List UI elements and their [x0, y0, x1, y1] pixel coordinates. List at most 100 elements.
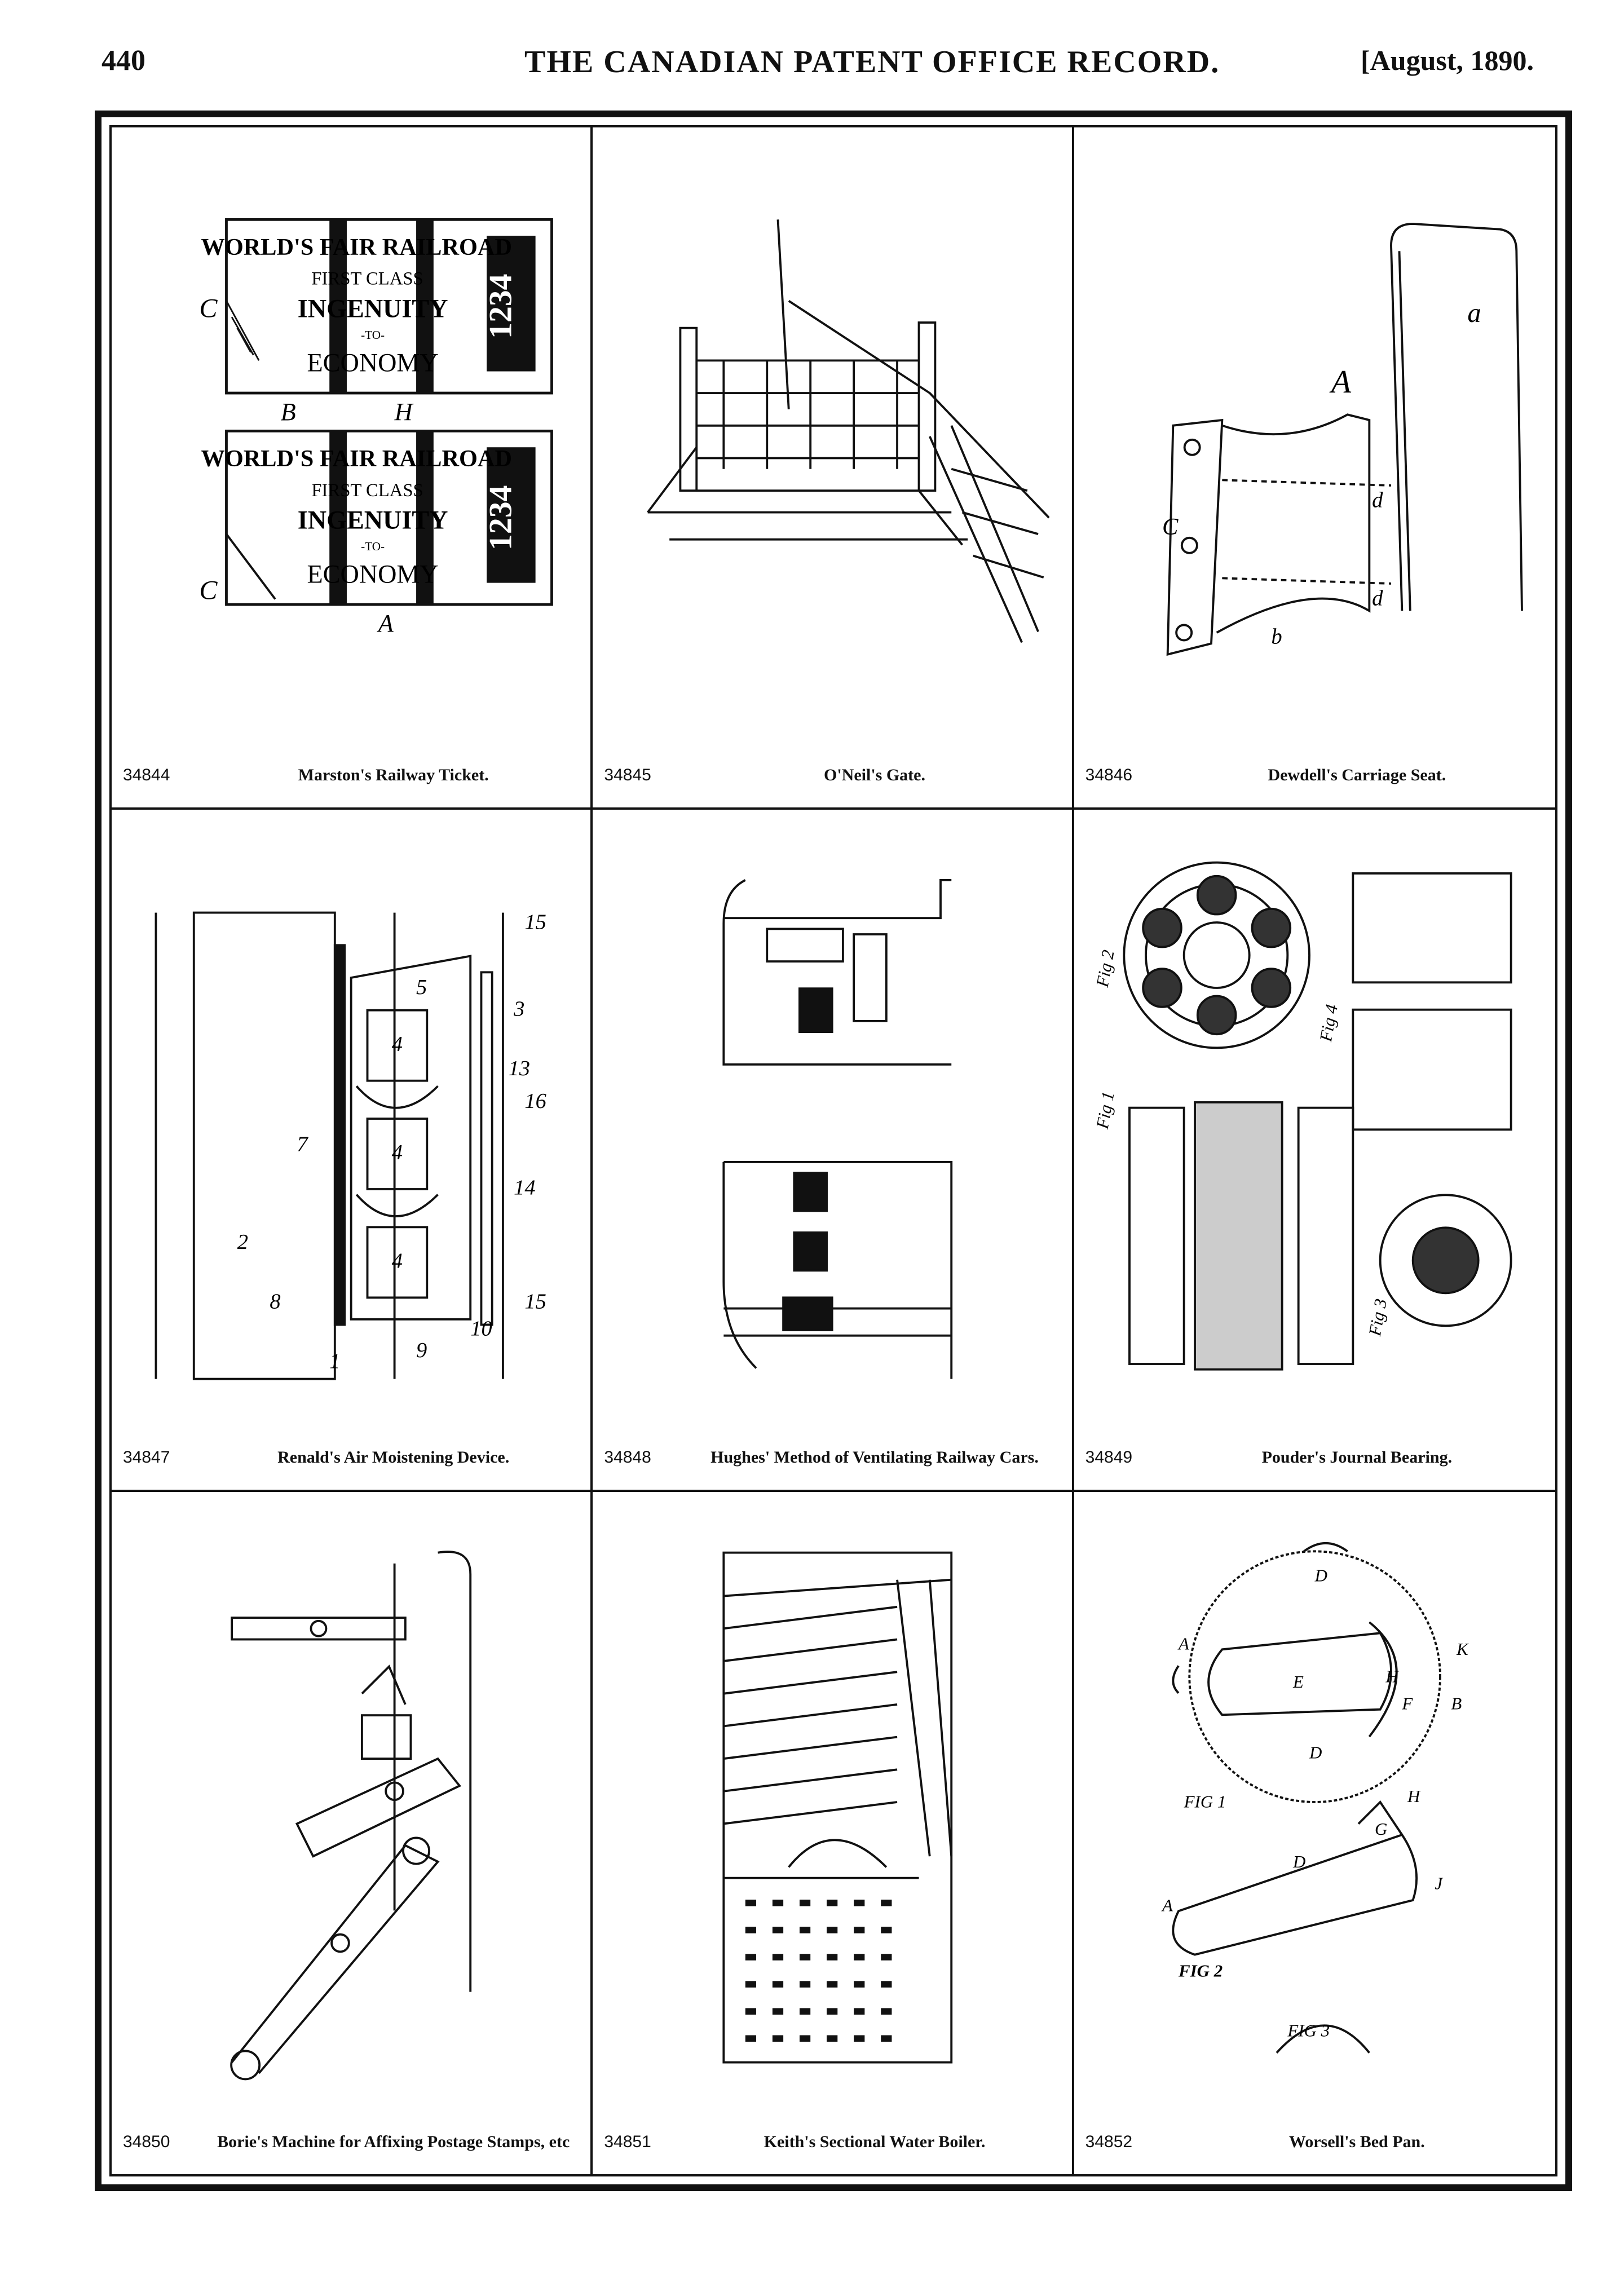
svg-text:1234: 1234	[483, 485, 518, 550]
ticket-top: 1234 WORLD'S FAIR RAILROAD FIRST CLASS I…	[199, 218, 553, 426]
railway-ticket-drawing: 1234 WORLD'S FAIR RAILROAD FIRST CLASS I…	[134, 150, 568, 723]
figure-caption: 34844 Marston's Railway Ticket.	[123, 734, 579, 796]
figure-caption: 34850 Borie's Machine for Affixing Posta…	[123, 2101, 579, 2163]
svg-text:D: D	[1309, 1743, 1322, 1763]
figure-caption: 34851 Keith's Sectional Water Boiler.	[604, 2101, 1060, 2163]
svg-text:1234: 1234	[483, 274, 518, 339]
svg-text:F: F	[1401, 1694, 1413, 1714]
svg-text:Fig 1: Fig 1	[1097, 1090, 1118, 1131]
patent-number: 34852	[1085, 2132, 1133, 2151]
svg-text:3: 3	[513, 997, 524, 1021]
svg-text:16: 16	[524, 1089, 546, 1113]
svg-text:FIG 2: FIG 2	[1178, 1961, 1223, 1980]
svg-text:FIG 3: FIG 3	[1287, 2021, 1330, 2041]
patent-title: Dewdell's Carriage Seat.	[1268, 766, 1446, 784]
figure-cell-34844: 1234 WORLD'S FAIR RAILROAD FIRST CLASS I…	[112, 127, 593, 810]
svg-text:FIRST CLASS: FIRST CLASS	[311, 480, 423, 501]
svg-text:4: 4	[392, 1249, 403, 1273]
svg-text:FIRST CLASS: FIRST CLASS	[311, 269, 423, 289]
ticket-bottom: 1234 WORLD'S FAIR RAILROAD FIRST CLASS I…	[199, 429, 553, 637]
patent-title: Borie's Machine for Affixing Postage Sta…	[217, 2132, 570, 2151]
svg-text:-TO-: -TO-	[361, 328, 385, 342]
figure-cell-34852: D K A E H F B D FIG 1 H G D J A FIG 2 FI…	[1074, 1492, 1555, 2174]
svg-text:A: A	[1177, 1633, 1189, 1653]
plate-inner-border: 1234 WORLD'S FAIR RAILROAD FIRST CLASS I…	[109, 125, 1557, 2176]
figure-caption: 34847 Renald's Air Moistening Device.	[123, 1416, 579, 1478]
water-boiler-drawing	[615, 1515, 1049, 2090]
svg-text:E: E	[1292, 1672, 1304, 1692]
patent-number: 34851	[604, 2132, 651, 2151]
patent-number: 34849	[1085, 1448, 1133, 1467]
svg-text:K: K	[1456, 1639, 1469, 1659]
patent-title: Marston's Railway Ticket.	[298, 766, 489, 784]
svg-text:FIG 1: FIG 1	[1183, 1792, 1226, 1812]
figure-caption: 34845 O'Neil's Gate.	[604, 734, 1060, 796]
patent-number: 34850	[123, 2132, 170, 2151]
figure-cell-34849: Fig 2 Fig 1 Fig 4 Fig 3 34849 Pouder's J…	[1074, 810, 1555, 1492]
svg-text:C: C	[199, 575, 218, 605]
svg-text:15: 15	[524, 910, 546, 934]
svg-text:A: A	[1161, 1895, 1173, 1915]
svg-text:H: H	[394, 398, 414, 426]
svg-text:a: a	[1467, 298, 1481, 328]
journal-title: THE CANADIAN PATENT OFFICE RECORD.	[524, 45, 1220, 80]
svg-text:5: 5	[416, 975, 427, 999]
air-moistening-device-drawing: 15 5 3 4 13 16 7 4 14 2 4 8 1 9 10 15	[134, 832, 568, 1405]
page-number: 440	[102, 45, 145, 77]
svg-text:INGENUITY: INGENUITY	[298, 294, 448, 323]
patent-number: 34846	[1085, 766, 1133, 784]
svg-text:H: H	[1385, 1666, 1399, 1686]
svg-text:Fig 4: Fig 4	[1316, 1003, 1341, 1044]
svg-text:4: 4	[392, 1032, 403, 1056]
svg-text:b: b	[1271, 625, 1282, 648]
svg-text:ECONOMY: ECONOMY	[307, 560, 438, 589]
svg-text:ECONOMY: ECONOMY	[307, 348, 438, 377]
svg-text:B: B	[281, 398, 296, 426]
svg-text:d: d	[1372, 587, 1383, 611]
patent-figure-grid: 1234 WORLD'S FAIR RAILROAD FIRST CLASS I…	[112, 127, 1555, 2174]
patent-number: 34844	[123, 766, 170, 784]
svg-text:G: G	[1375, 1819, 1387, 1839]
figure-cell-34851: 34851 Keith's Sectional Water Boiler.	[593, 1492, 1074, 2174]
patent-title: Hughes' Method of Ventilating Railway Ca…	[710, 1448, 1039, 1467]
svg-text:8: 8	[270, 1290, 280, 1314]
issue-date: [August, 1890.	[1361, 45, 1534, 76]
plate-frame: 1234 WORLD'S FAIR RAILROAD FIRST CLASS I…	[95, 111, 1572, 2191]
gate-drawing	[615, 150, 1051, 723]
patent-title: Pouder's Journal Bearing.	[1261, 1448, 1453, 1467]
svg-text:J: J	[1435, 1874, 1443, 1893]
figure-caption: 34852 Worsell's Bed Pan.	[1085, 2101, 1544, 2163]
railway-car-ventilation-drawing	[615, 832, 1049, 1405]
figure-cell-34845: 34845 O'Neil's Gate.	[593, 127, 1074, 810]
svg-text:10: 10	[470, 1317, 492, 1341]
postage-stamp-machine-drawing	[134, 1515, 568, 2090]
svg-text:C: C	[1162, 514, 1179, 540]
carriage-seat-drawing: a A d d C b	[1097, 150, 1533, 723]
bed-pan-drawing: D K A E H F B D FIG 1 H G D J A FIG 2 FI…	[1097, 1515, 1533, 2090]
svg-text:14: 14	[514, 1176, 535, 1200]
svg-text:2: 2	[237, 1230, 248, 1254]
svg-text:A: A	[1329, 364, 1351, 400]
svg-text:7: 7	[297, 1133, 308, 1156]
page-header: 440 THE CANADIAN PATENT OFFICE RECORD. […	[102, 44, 1534, 83]
figure-cell-34846: a A d d C b 34846 Dewdell's Carriage Sea…	[1074, 127, 1555, 810]
svg-text:15: 15	[524, 1290, 546, 1314]
figure-caption: 34846 Dewdell's Carriage Seat.	[1085, 734, 1544, 796]
svg-text:Fig 2: Fig 2	[1097, 948, 1118, 989]
svg-text:Fig 3: Fig 3	[1365, 1297, 1391, 1338]
figure-caption: 34849 Pouder's Journal Bearing.	[1085, 1416, 1544, 1478]
patent-title: Renald's Air Moistening Device.	[277, 1448, 510, 1467]
svg-text:A: A	[377, 610, 394, 637]
svg-text:C: C	[199, 293, 218, 323]
svg-text:1: 1	[329, 1349, 340, 1373]
svg-text:B: B	[1451, 1694, 1462, 1714]
journal-bearing-drawing: Fig 2 Fig 1 Fig 4 Fig 3	[1092, 832, 1533, 1405]
patent-title: O'Neil's Gate.	[824, 766, 925, 784]
svg-text:D: D	[1292, 1852, 1305, 1871]
svg-text:WORLD'S FAIR RAILROAD: WORLD'S FAIR RAILROAD	[201, 234, 512, 260]
svg-text:INGENUITY: INGENUITY	[298, 505, 448, 534]
figure-cell-34848: 34848 Hughes' Method of Ventilating Rail…	[593, 810, 1074, 1492]
figure-cell-34847: 15 5 3 4 13 16 7 4 14 2 4 8 1 9 10 15	[112, 810, 593, 1492]
svg-text:9: 9	[416, 1339, 427, 1362]
svg-text:d: d	[1372, 489, 1383, 513]
